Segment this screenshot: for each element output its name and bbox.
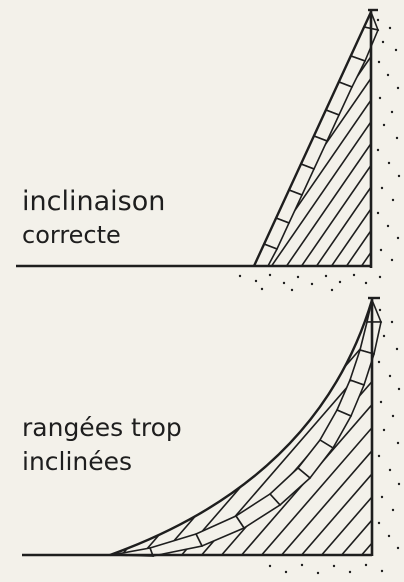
label-line-1-bottom: rangées trop (22, 413, 182, 442)
soil-dots-top (238, 18, 401, 292)
label-line-1-top: inclinaison (22, 186, 165, 217)
label-line-2-top: correcte (22, 221, 121, 249)
wall-face-top (252, 11, 373, 267)
stone-courses-bottom (111, 297, 383, 557)
wall-face-bottom (109, 299, 374, 557)
soil-dots-bottom (268, 308, 401, 575)
diagram-too-inclined: rangées trop inclinées (22, 296, 401, 575)
diagram-correct-inclination: inclinaison correcte (16, 8, 401, 292)
label-line-2-bottom: inclinées (22, 447, 132, 476)
wall-hatching-top (254, 12, 371, 266)
